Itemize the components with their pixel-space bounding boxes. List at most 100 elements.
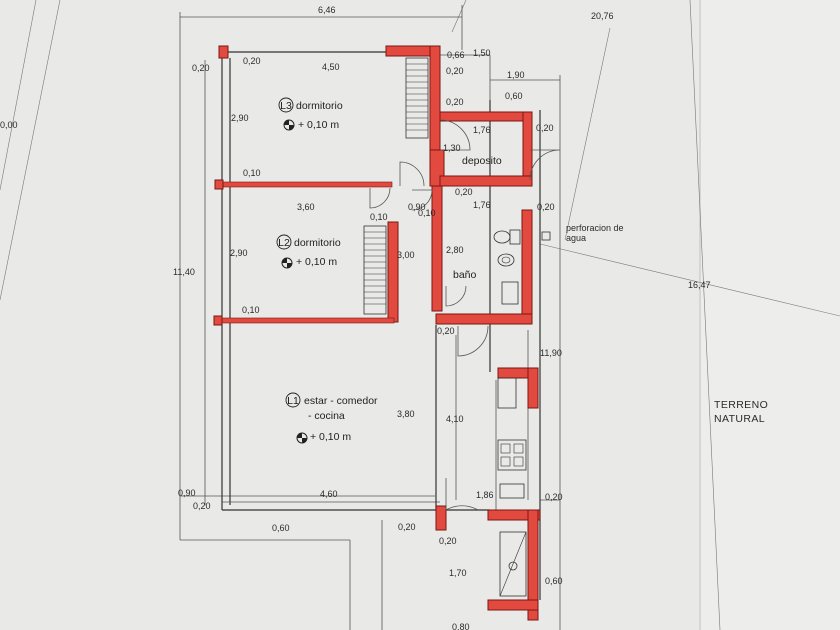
- door-swing-corridor: [457, 325, 489, 357]
- room-name-l3: dormitorio: [296, 100, 343, 112]
- room-tag-l1: L1: [287, 395, 299, 407]
- dim-door-090: 0,90: [408, 202, 426, 212]
- dim-l2-height: 2,90: [230, 248, 248, 258]
- wall-stair-east: [429, 45, 441, 157]
- dim-l1-width: 4,60: [320, 489, 338, 499]
- dim-l3-height: 2,90: [231, 113, 249, 123]
- door-swing-patio: [445, 478, 479, 511]
- dim-top-wall-inner: 0,20: [243, 56, 261, 66]
- dim-dep-sub: 0,60: [505, 91, 523, 101]
- level-marker-l1-icon: [296, 432, 308, 444]
- level-marker-l3-icon: [283, 119, 295, 131]
- dim-wall-010-d: 0,10: [242, 305, 260, 315]
- room-tag-circle-l3: [278, 97, 294, 113]
- dim-dep-height: 1,30: [443, 143, 461, 153]
- dim-wall-020-c: 0,20: [536, 123, 554, 133]
- dim-site-width: 20,76: [591, 11, 614, 21]
- paper-fold: [700, 0, 840, 630]
- door-swing-exterior: [529, 149, 561, 181]
- wall-marker-l3: [214, 179, 224, 190]
- wall-l2-east: [387, 221, 399, 323]
- dim-left-edge: 0,00: [0, 120, 18, 130]
- perforation-marker-icon: [541, 231, 551, 241]
- wall-patio-north: [487, 509, 541, 521]
- dim-bottom-080: 0,80: [452, 622, 470, 630]
- wall-patio-south: [487, 599, 539, 611]
- dim-wall-020-h: 0,20: [193, 501, 211, 511]
- dim-stair-gap: 0,66: [447, 50, 465, 60]
- room-tag-l2: L2: [278, 237, 290, 249]
- room-tag-circle-l2: [276, 234, 292, 250]
- site-line-top: [451, 0, 467, 33]
- toilet-icon: [493, 229, 521, 245]
- wall-dep-north: [439, 111, 533, 122]
- wall-bath-west: [431, 185, 443, 312]
- level-marker-l2-icon: [281, 257, 293, 269]
- note-terreno-line2: NATURAL: [714, 413, 765, 425]
- door-swing-hall: [411, 189, 433, 211]
- dim-wall-020-j: 0,20: [439, 536, 457, 546]
- stove-icon: [497, 439, 527, 471]
- wall-patio-east: [527, 509, 539, 621]
- room-level-l1: + 0,10 m: [310, 431, 351, 443]
- dim-wall-020-d: 0,20: [455, 187, 473, 197]
- wall-l3-l2: [221, 181, 393, 188]
- wall-dep-east: [522, 111, 533, 177]
- dim-l3-width: 4,50: [322, 62, 340, 72]
- dim-patio-w: 0,60: [545, 576, 563, 586]
- room-name-l1-line1: estar - comedor: [304, 395, 378, 407]
- dim-side-090: 0,90: [178, 488, 196, 498]
- wall-bath-south: [435, 313, 533, 325]
- wall-kitchen-east: [527, 367, 539, 409]
- shower-tray-icon: [501, 281, 519, 305]
- room-name-l1-line2: - cocina: [308, 410, 345, 422]
- dim-kitchen-w: 1,86: [476, 490, 494, 500]
- dim-total-height: 11,40: [173, 267, 195, 277]
- wall-l2-l1: [221, 317, 395, 324]
- room-level-l3: + 0,10 m: [298, 119, 339, 131]
- dim-wall-010-b: 0,10: [370, 212, 388, 222]
- dim-bath-height: 2,80: [446, 245, 464, 255]
- kitchen-sink-icon: [499, 483, 525, 499]
- dim-wall-020-b: 0,20: [446, 97, 464, 107]
- dim-wall-010-a: 0,10: [243, 168, 261, 178]
- room-level-l2: + 0,10 m: [296, 256, 337, 268]
- note-terreno-line1: TERRENO: [714, 399, 768, 411]
- wall-marker-l2: [213, 315, 223, 326]
- site-line-dim-2076: [564, 27, 611, 241]
- patio-shower-icon: [499, 531, 527, 597]
- dim-site-depth: 11,90: [540, 348, 562, 358]
- wall-corner-nw: [218, 45, 229, 59]
- wall-bath-east: [521, 209, 533, 321]
- site-line-left-b: [0, 0, 37, 191]
- site-line-left-a: [0, 0, 61, 301]
- dim-l1-height: 3,80: [397, 409, 415, 419]
- dim-l2-width: 3,60: [297, 202, 315, 212]
- dim-corridor: 4,10: [446, 414, 464, 424]
- dim-right-block: 1,50: [473, 48, 491, 58]
- wall-patio-west: [435, 505, 447, 531]
- site-line-right: [689, 0, 721, 630]
- dim-wall-010-c: 0,10: [418, 208, 436, 218]
- dim-total-width: 6,46: [318, 5, 336, 15]
- dim-top-left-wall: 0,20: [192, 63, 210, 73]
- dim-wall-020-f: 0,20: [437, 326, 455, 336]
- door-swing-bano: [445, 285, 467, 307]
- dim-setback-060: 0,60: [272, 523, 290, 533]
- door-swing-l2: [369, 187, 391, 209]
- room-name-deposito: deposito: [462, 155, 502, 167]
- dim-wall-020-g: 0,20: [545, 492, 563, 502]
- dim-dep-width: 1,76: [473, 125, 491, 135]
- note-perforacion-line2: agua: [566, 233, 586, 243]
- note-perforacion-line1: perforacion de: [566, 223, 624, 233]
- room-name-l2: dormitorio: [294, 237, 341, 249]
- dim-dep-top: 1,90: [507, 70, 525, 80]
- room-name-bano: baño: [453, 269, 477, 281]
- dim-wall-020-a: 0,20: [446, 66, 464, 76]
- dim-bath-width: 1,76: [473, 200, 491, 210]
- wall-dep-south: [439, 175, 533, 187]
- dim-patio-h: 1,70: [449, 568, 467, 578]
- stair-upper: [405, 57, 429, 139]
- fridge-icon: [497, 377, 517, 409]
- dim-wall-020-e: 0,20: [537, 202, 555, 212]
